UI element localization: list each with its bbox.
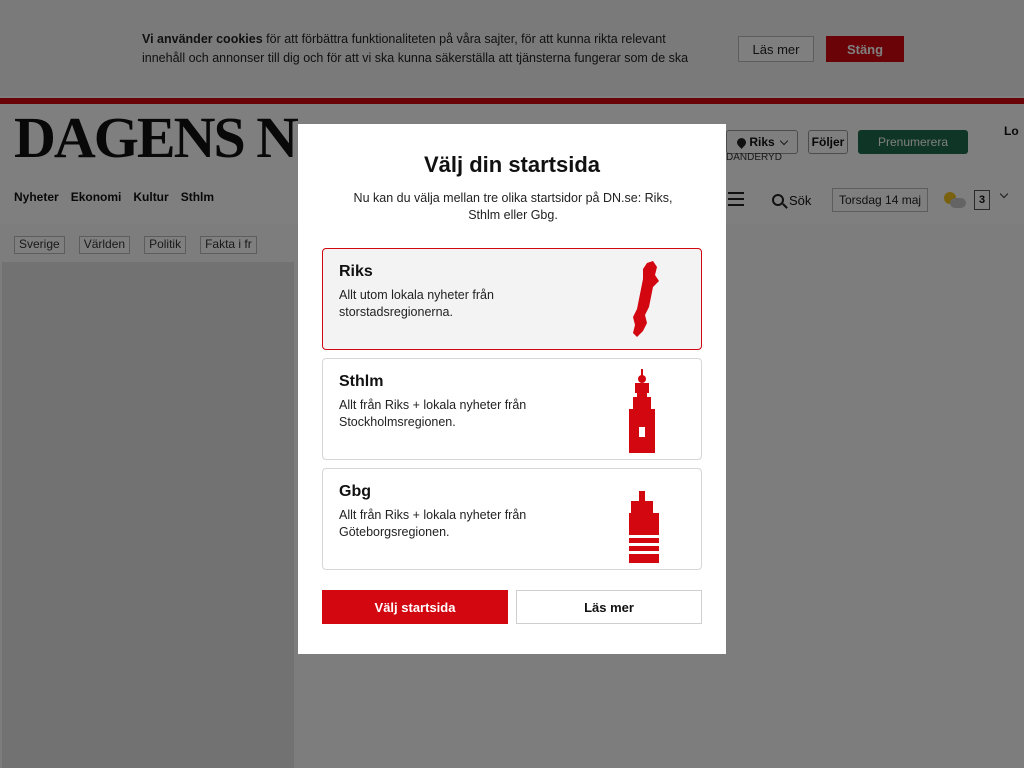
choose-startpage-button[interactable]: Välj startsida bbox=[322, 590, 508, 624]
stockholm-city-hall-icon bbox=[629, 369, 655, 453]
option-sthlm[interactable]: Sthlm Allt från Riks + lokala nyheter fr… bbox=[322, 358, 702, 460]
option-riks[interactable]: Riks Allt utom lokala nyheter från stors… bbox=[322, 248, 702, 350]
option-title: Riks bbox=[339, 263, 373, 280]
modal-title: Välj din startsida bbox=[423, 152, 601, 177]
startpage-modal: Välj din startsida Nu kan du välja mella… bbox=[298, 124, 726, 654]
sweden-map-icon bbox=[633, 261, 659, 337]
option-title: Sthlm bbox=[339, 373, 384, 390]
gothenburg-building-icon bbox=[629, 491, 659, 563]
option-description: Allt utom lokala nyheter från storstadsr… bbox=[339, 288, 494, 319]
modal-read-more-button[interactable]: Läs mer bbox=[516, 590, 702, 624]
option-description: Allt från Riks + lokala nyheter från Göt… bbox=[339, 508, 527, 539]
modal-intro: Nu kan du välja mellan tre olika startsi… bbox=[353, 191, 673, 222]
option-gbg[interactable]: Gbg Allt från Riks + lokala nyheter från… bbox=[322, 468, 702, 570]
option-description: Allt från Riks + lokala nyheter från Sto… bbox=[339, 398, 527, 429]
option-title: Gbg bbox=[339, 483, 371, 500]
